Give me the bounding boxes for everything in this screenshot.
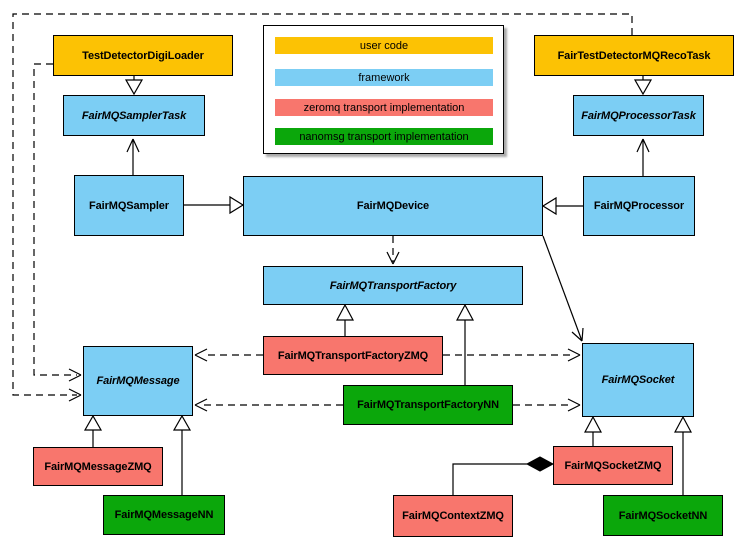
node-fairmq-message-zmq: FairMQMessageZMQ [33, 447, 163, 486]
edge-factorynn-socket [513, 398, 581, 412]
node-fairmq-sampler: FairMQSampler [74, 175, 184, 236]
edge-factoryzmq-factory [336, 303, 354, 336]
edge-socketzmq-socket [584, 415, 602, 446]
node-fair-test-detector-mq-reco-task: FairTestDetectorMQRecoTask [534, 35, 734, 76]
legend-item-user-code: user code [275, 37, 493, 54]
edge-digiloader-samplertask [124, 76, 144, 96]
node-fairmq-processor: FairMQProcessor [583, 176, 695, 236]
node-fairmq-context-zmq: FairMQContextZMQ [393, 495, 513, 537]
legend-item-nanomsg: nanomsg transport implementation [275, 128, 493, 145]
edge-contextzmq-socketzmq [452, 456, 555, 495]
node-fairmq-socket-zmq: FairMQSocketZMQ [553, 446, 673, 485]
node-fairmq-socket-nn: FairMQSocketNN [603, 495, 723, 536]
node-test-detector-digi-loader: TestDetectorDigiLoader [53, 35, 233, 76]
node-fairmq-device: FairMQDevice [243, 176, 543, 236]
edge-factoryzmq-socket [443, 348, 581, 362]
edge-processor-processortask [636, 138, 650, 176]
edge-recotask-message [12, 13, 633, 402]
legend-item-framework: framework [275, 69, 493, 86]
edge-device-factory [386, 236, 400, 265]
edge-digiloader-message [33, 63, 82, 382]
edge-factorynn-factory [456, 303, 474, 385]
edge-factorynn-message [194, 398, 343, 412]
legend-item-zeromq: zeromq transport implementation [275, 99, 493, 116]
edge-recotask-processortask [633, 76, 653, 96]
edge-processor-device [541, 196, 583, 216]
node-fairmq-socket: FairMQSocket [582, 343, 694, 417]
edge-factoryzmq-message [194, 348, 263, 362]
edge-device-socket [542, 235, 584, 342]
edge-messagenn-message [172, 414, 192, 495]
node-fairmq-transport-factory: FairMQTransportFactory [263, 266, 523, 305]
edge-sampler-samplertask [126, 138, 140, 175]
edge-socketnn-socket [674, 415, 692, 495]
node-fairmq-transport-factory-zmq: FairMQTransportFactoryZMQ [263, 336, 443, 375]
node-fairmq-transport-factory-nn: FairMQTransportFactoryNN [343, 385, 513, 425]
node-fairmq-message-nn: FairMQMessageNN [103, 495, 225, 535]
node-fairmq-processor-task: FairMQProcessorTask [573, 95, 704, 136]
node-fairmq-message: FairMQMessage [83, 346, 193, 416]
legend: user code framework zeromq transport imp… [263, 25, 504, 154]
node-fairmq-sampler-task: FairMQSamplerTask [63, 95, 205, 136]
edge-messagezmq-message [83, 414, 103, 447]
edge-sampler-device [184, 195, 245, 215]
